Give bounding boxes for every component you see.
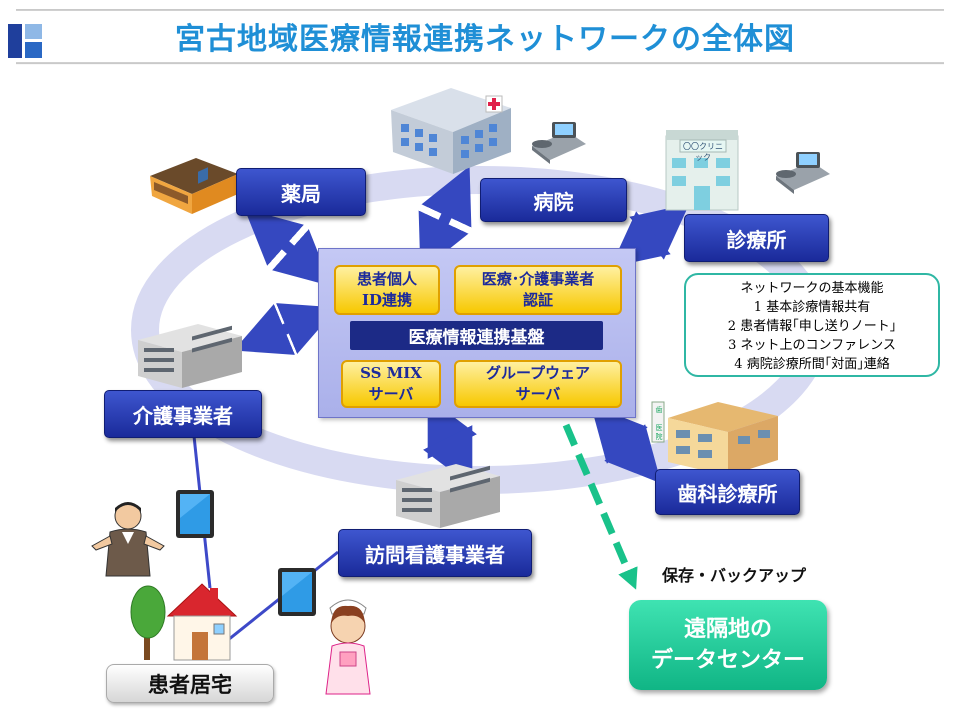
arrow-hospital [418, 166, 472, 272]
functions-item: 4 病院診療所間｢対面｣連絡 [734, 357, 890, 372]
tablet-icon [176, 490, 214, 538]
clinic-phone-icon [776, 152, 830, 194]
functions-item: 3 ネット上のコンファレンス [728, 338, 896, 353]
node-clinic[interactable]: 診療所 [684, 214, 829, 262]
care-provider-building-icon [138, 324, 242, 388]
node-home-nursing[interactable]: 訪問看護事業者 [338, 529, 532, 577]
patient-home-house-icon [130, 583, 238, 661]
clinic-building-icon [665, 130, 739, 211]
dental-sign-text-1: 歯 [655, 406, 663, 414]
caregiver-person-icon [91, 502, 165, 577]
arrow-clinic [610, 203, 690, 268]
dental-sign-text-2: 医院 [655, 424, 663, 441]
core-groupware-line1: グループウェア [485, 364, 591, 382]
node-patient-home[interactable]: 患者居宅 [106, 664, 274, 703]
dental-clinic-building-icon [651, 401, 778, 476]
backup-dashed-arrow [562, 423, 638, 590]
core-ssmix-line2: サーバ [368, 385, 414, 403]
pharmacy-building-icon [150, 158, 238, 214]
tablet-icon [278, 568, 316, 616]
title-bar-background [16, 8, 944, 65]
core-auth-line2: 認証 [522, 291, 553, 309]
functions-item: 2 患者情報｢申し送りノート｣ [727, 319, 897, 334]
core-groupware-box[interactable]: グループウェア サーバ [454, 360, 622, 408]
backup-label: 保存・バックアップ [662, 566, 807, 585]
datacenter-line1: 遠隔地の [683, 617, 772, 642]
title-logo-icon [8, 24, 42, 58]
node-pharmacy[interactable]: 薬局 [236, 168, 366, 216]
node-hospital[interactable]: 病院 [480, 178, 627, 222]
core-groupware-line2: サーバ [515, 385, 561, 403]
core-ssmix-line1: SS MIX [360, 364, 422, 382]
datacenter-line2: データセンター [650, 648, 805, 673]
hospital-building-icon [391, 88, 511, 174]
datacenter-box[interactable]: 遠隔地の データセンター [629, 600, 827, 690]
arrow-care [233, 303, 338, 355]
core-patient-id-box[interactable]: 患者個人 ID連携 [334, 265, 440, 315]
hospital-phone-icon [532, 122, 586, 164]
core-platform-label: 医療情報連携基盤 [350, 321, 603, 350]
page-title: 宮古地域医療情報連携ネットワークの全体図 [175, 22, 795, 57]
node-care-provider[interactable]: 介護事業者 [104, 390, 262, 438]
functions-info-box: ネットワークの基本機能 1 基本診療情報共有 2 患者情報｢申し送りノート｣ 3… [684, 273, 940, 377]
home-nursing-building-icon [396, 464, 500, 528]
core-auth-box[interactable]: 医療･介護事業者 認証 [454, 265, 622, 315]
functions-heading: ネットワークの基本機能 [740, 281, 884, 296]
core-patient-id-line1: 患者個人 [356, 270, 417, 288]
node-dental-clinic[interactable]: 歯科診療所 [655, 469, 800, 515]
core-patient-id-line2: ID連携 [361, 291, 413, 309]
nurse-person-icon [325, 599, 371, 695]
clinic-sign: 〇〇クリニック [683, 142, 723, 162]
core-auth-line1: 医療･介護事業者 [481, 270, 595, 288]
arrow-pharmacy [244, 208, 332, 287]
core-ssmix-box[interactable]: SS MIX サーバ [341, 360, 441, 408]
functions-item: 1 基本診療情報共有 [753, 300, 871, 315]
arrow-home-nursing [423, 397, 477, 487]
arrow-dental [590, 404, 662, 484]
